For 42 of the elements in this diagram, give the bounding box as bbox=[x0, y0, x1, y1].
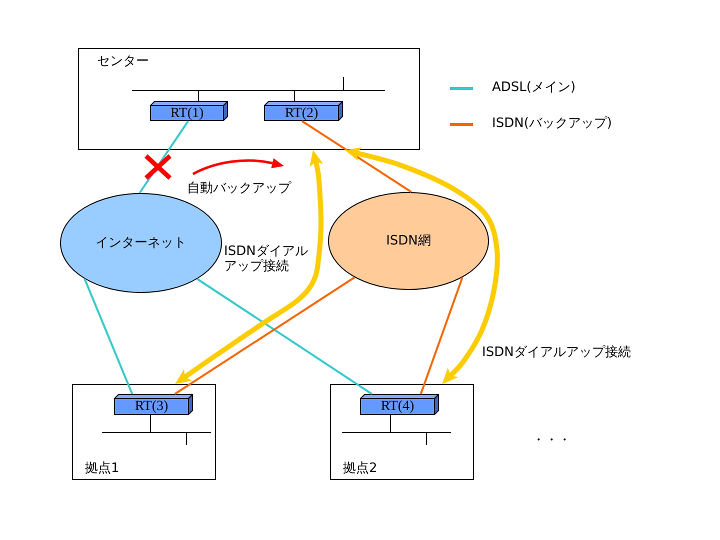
site-label: センター bbox=[97, 54, 149, 69]
router-label: RT(3) bbox=[134, 399, 168, 414]
connection-line bbox=[294, 90, 295, 102]
network-ellipse bbox=[60, 193, 222, 293]
annotation-label: 自動バックアップ bbox=[187, 181, 291, 196]
connection-line bbox=[301, 120, 412, 193]
site-label: 拠点2 bbox=[343, 461, 378, 476]
router-label: RT(2) bbox=[284, 106, 318, 120]
connection-line bbox=[343, 76, 344, 90]
connection-line bbox=[390, 414, 391, 432]
edge-label: ISDNダイアルアップ接続 bbox=[224, 244, 309, 274]
router-box bbox=[150, 101, 228, 121]
connection-line bbox=[138, 120, 190, 194]
router-box bbox=[360, 394, 439, 415]
router-box bbox=[114, 394, 193, 415]
connection-line bbox=[84, 278, 134, 394]
lan-bus-line bbox=[132, 90, 385, 91]
connection-line bbox=[174, 276, 356, 395]
connection-line bbox=[196, 278, 372, 395]
edge-label: ISDNダイアルアップ接続 bbox=[482, 345, 631, 360]
router-label: RT(1) bbox=[170, 106, 204, 120]
network-label: ISDN網 bbox=[386, 234, 431, 248]
router-box bbox=[264, 101, 343, 121]
site-box bbox=[78, 48, 420, 150]
site-box bbox=[72, 384, 216, 480]
lan-bus-line bbox=[102, 432, 211, 433]
network-label: インターネット bbox=[96, 236, 186, 250]
connection-line bbox=[150, 414, 151, 432]
double-arrow bbox=[175, 150, 324, 384]
site-box bbox=[330, 384, 474, 480]
connection-line bbox=[420, 277, 464, 394]
connection-line bbox=[186, 432, 187, 446]
double-arrow bbox=[344, 147, 500, 384]
network-ellipse bbox=[328, 192, 489, 290]
ellipsis-label: ・・・ bbox=[532, 433, 571, 448]
connection-line bbox=[198, 90, 199, 102]
site-label: 拠点1 bbox=[85, 461, 120, 476]
lan-bus-line bbox=[342, 432, 451, 433]
connection-line bbox=[426, 432, 427, 446]
router-label: RT(4) bbox=[380, 399, 414, 414]
legend-label: ADSL(メイン) bbox=[492, 80, 576, 95]
legend-label: ISDN(バックアップ) bbox=[492, 116, 612, 131]
